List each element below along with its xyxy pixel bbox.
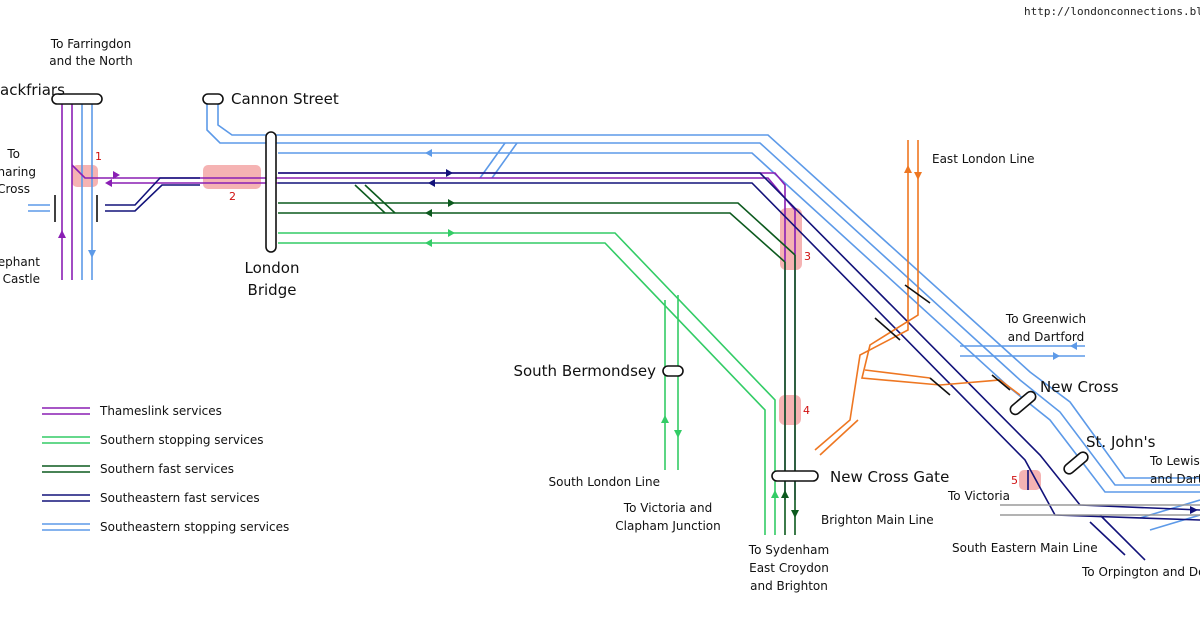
arrow-right	[1190, 506, 1198, 514]
arrow-up	[58, 230, 66, 238]
arrow-left	[105, 179, 112, 187]
destination-victoria-clapham: To Victoria and	[623, 501, 712, 515]
legend-label: Southern fast services	[100, 462, 234, 476]
station-label-new-cross-gate: New Cross Gate	[830, 468, 949, 486]
arrow-right	[448, 199, 455, 207]
arrow-up	[904, 165, 912, 173]
arrow-down	[791, 510, 799, 518]
flyover-marker	[991, 374, 1011, 391]
flyover-marker	[874, 317, 901, 341]
arrow-down	[88, 250, 96, 258]
arrow-down	[914, 172, 922, 180]
flyover-marker	[904, 284, 931, 304]
conflict-number: 4	[803, 404, 810, 417]
new-cross-gate-platform	[771, 470, 819, 482]
legend-label: Southeastern stopping services	[100, 520, 289, 534]
destination-south-london-line: South London Line	[549, 475, 661, 489]
conflict-highlight-4	[779, 395, 801, 425]
flyover-marker	[929, 377, 951, 396]
destination-brighton-main-line: Brighton Main Line	[821, 513, 934, 527]
stations	[51, 93, 1089, 482]
conflict-highlight-2	[203, 165, 261, 189]
station-label-south-bermondsey: South Bermondsey	[513, 362, 656, 380]
destination-charing-cross: Cross	[0, 182, 30, 196]
station-label-london-bridge: Bridge	[248, 281, 297, 299]
legend-item-southern-stopping: Southern stopping services	[42, 433, 264, 447]
legend-item-thameslink: Thameslink services	[42, 404, 222, 418]
conflict-highlight-5	[1019, 470, 1041, 490]
conflict-number: 5	[1011, 474, 1018, 487]
destination-sydenham: To Sydenham	[748, 543, 829, 557]
new-cross-platform	[1009, 390, 1037, 416]
southern-stopping-lines	[278, 232, 776, 535]
station-label-blackfriars: ackfriars	[0, 81, 65, 99]
conflict-number: 1	[95, 150, 102, 163]
arrow-up	[781, 490, 789, 498]
east-london-lines	[814, 140, 1021, 456]
station-label-new-cross: New Cross	[1040, 378, 1119, 396]
conflict-number: 3	[804, 250, 811, 263]
station-labels: ackfriars Cannon Street London Bridge So…	[0, 81, 1156, 486]
arrow-left	[425, 149, 432, 157]
destination-victoria: To Victoria	[947, 489, 1010, 503]
blackfriars-platform	[51, 93, 103, 105]
st-johns-platform	[1063, 451, 1089, 475]
legend-item-southeastern-fast: Southeastern fast services	[42, 491, 260, 505]
destination-charing-cross: To	[6, 147, 20, 161]
legend-item-southeastern-stopping: Southeastern stopping services	[42, 520, 289, 534]
legend-label: Thameslink services	[99, 404, 222, 418]
destination-lewisham: and Dart	[1150, 472, 1200, 486]
legend: Thameslink services Southern stopping se…	[42, 404, 289, 534]
destination-elephant-castle: Castle	[3, 272, 40, 286]
arrow-right	[448, 229, 455, 237]
conflict-numbers: 1 2 3 4 5	[95, 150, 1018, 487]
arrow-up	[771, 490, 779, 498]
grey-line	[1000, 504, 1200, 516]
destination-victoria-clapham: Clapham Junction	[615, 519, 720, 533]
destination-east-london-line: East London Line	[932, 152, 1035, 166]
direction-arrows	[58, 149, 1198, 518]
destination-south-eastern-main-line: South Eastern Main Line	[952, 541, 1098, 555]
arrow-right	[446, 169, 453, 177]
source-url: http://londonconnections.blogspot	[1024, 5, 1200, 18]
arrow-up	[661, 415, 669, 423]
southeastern-fast-lines	[105, 172, 1200, 561]
arrow-left	[425, 239, 432, 247]
south-bermondsey-platform	[662, 365, 684, 377]
arrow-left	[1070, 342, 1077, 350]
destination-greenwich: To Greenwich	[1005, 312, 1086, 326]
arrow-right	[1053, 352, 1060, 360]
destination-farringdon: and the North	[49, 54, 132, 68]
arrow-down	[674, 430, 682, 438]
arrow-left	[428, 179, 435, 187]
destination-sydenham: and Brighton	[750, 579, 828, 593]
station-label-st-johns: St. John's	[1086, 433, 1156, 451]
destination-farringdon: To Farringdon	[50, 37, 131, 51]
destination-greenwich: and Dartford	[1008, 330, 1085, 344]
destination-elephant-castle: lephant	[0, 255, 40, 269]
destination-orpington: To Orpington and Do	[1081, 565, 1200, 579]
destination-charing-cross: haring	[0, 165, 36, 179]
station-label-cannon-street: Cannon Street	[231, 90, 339, 108]
destination-lewisham: To Lewis	[1149, 454, 1200, 468]
destination-labels: To Farringdon and the North To haring Cr…	[0, 37, 1200, 593]
london-bridge-platform	[265, 131, 277, 253]
legend-item-southern-fast: Southern fast services	[42, 462, 234, 476]
destination-sydenham: East Croydon	[749, 561, 829, 575]
station-label-london-bridge: London	[245, 259, 300, 277]
cannon-street-platform	[202, 93, 224, 105]
conflict-number: 2	[229, 190, 236, 203]
arrow-left	[425, 209, 432, 217]
legend-label: Southeastern fast services	[100, 491, 260, 505]
legend-label: Southern stopping services	[100, 433, 264, 447]
arrow-right	[113, 171, 120, 179]
